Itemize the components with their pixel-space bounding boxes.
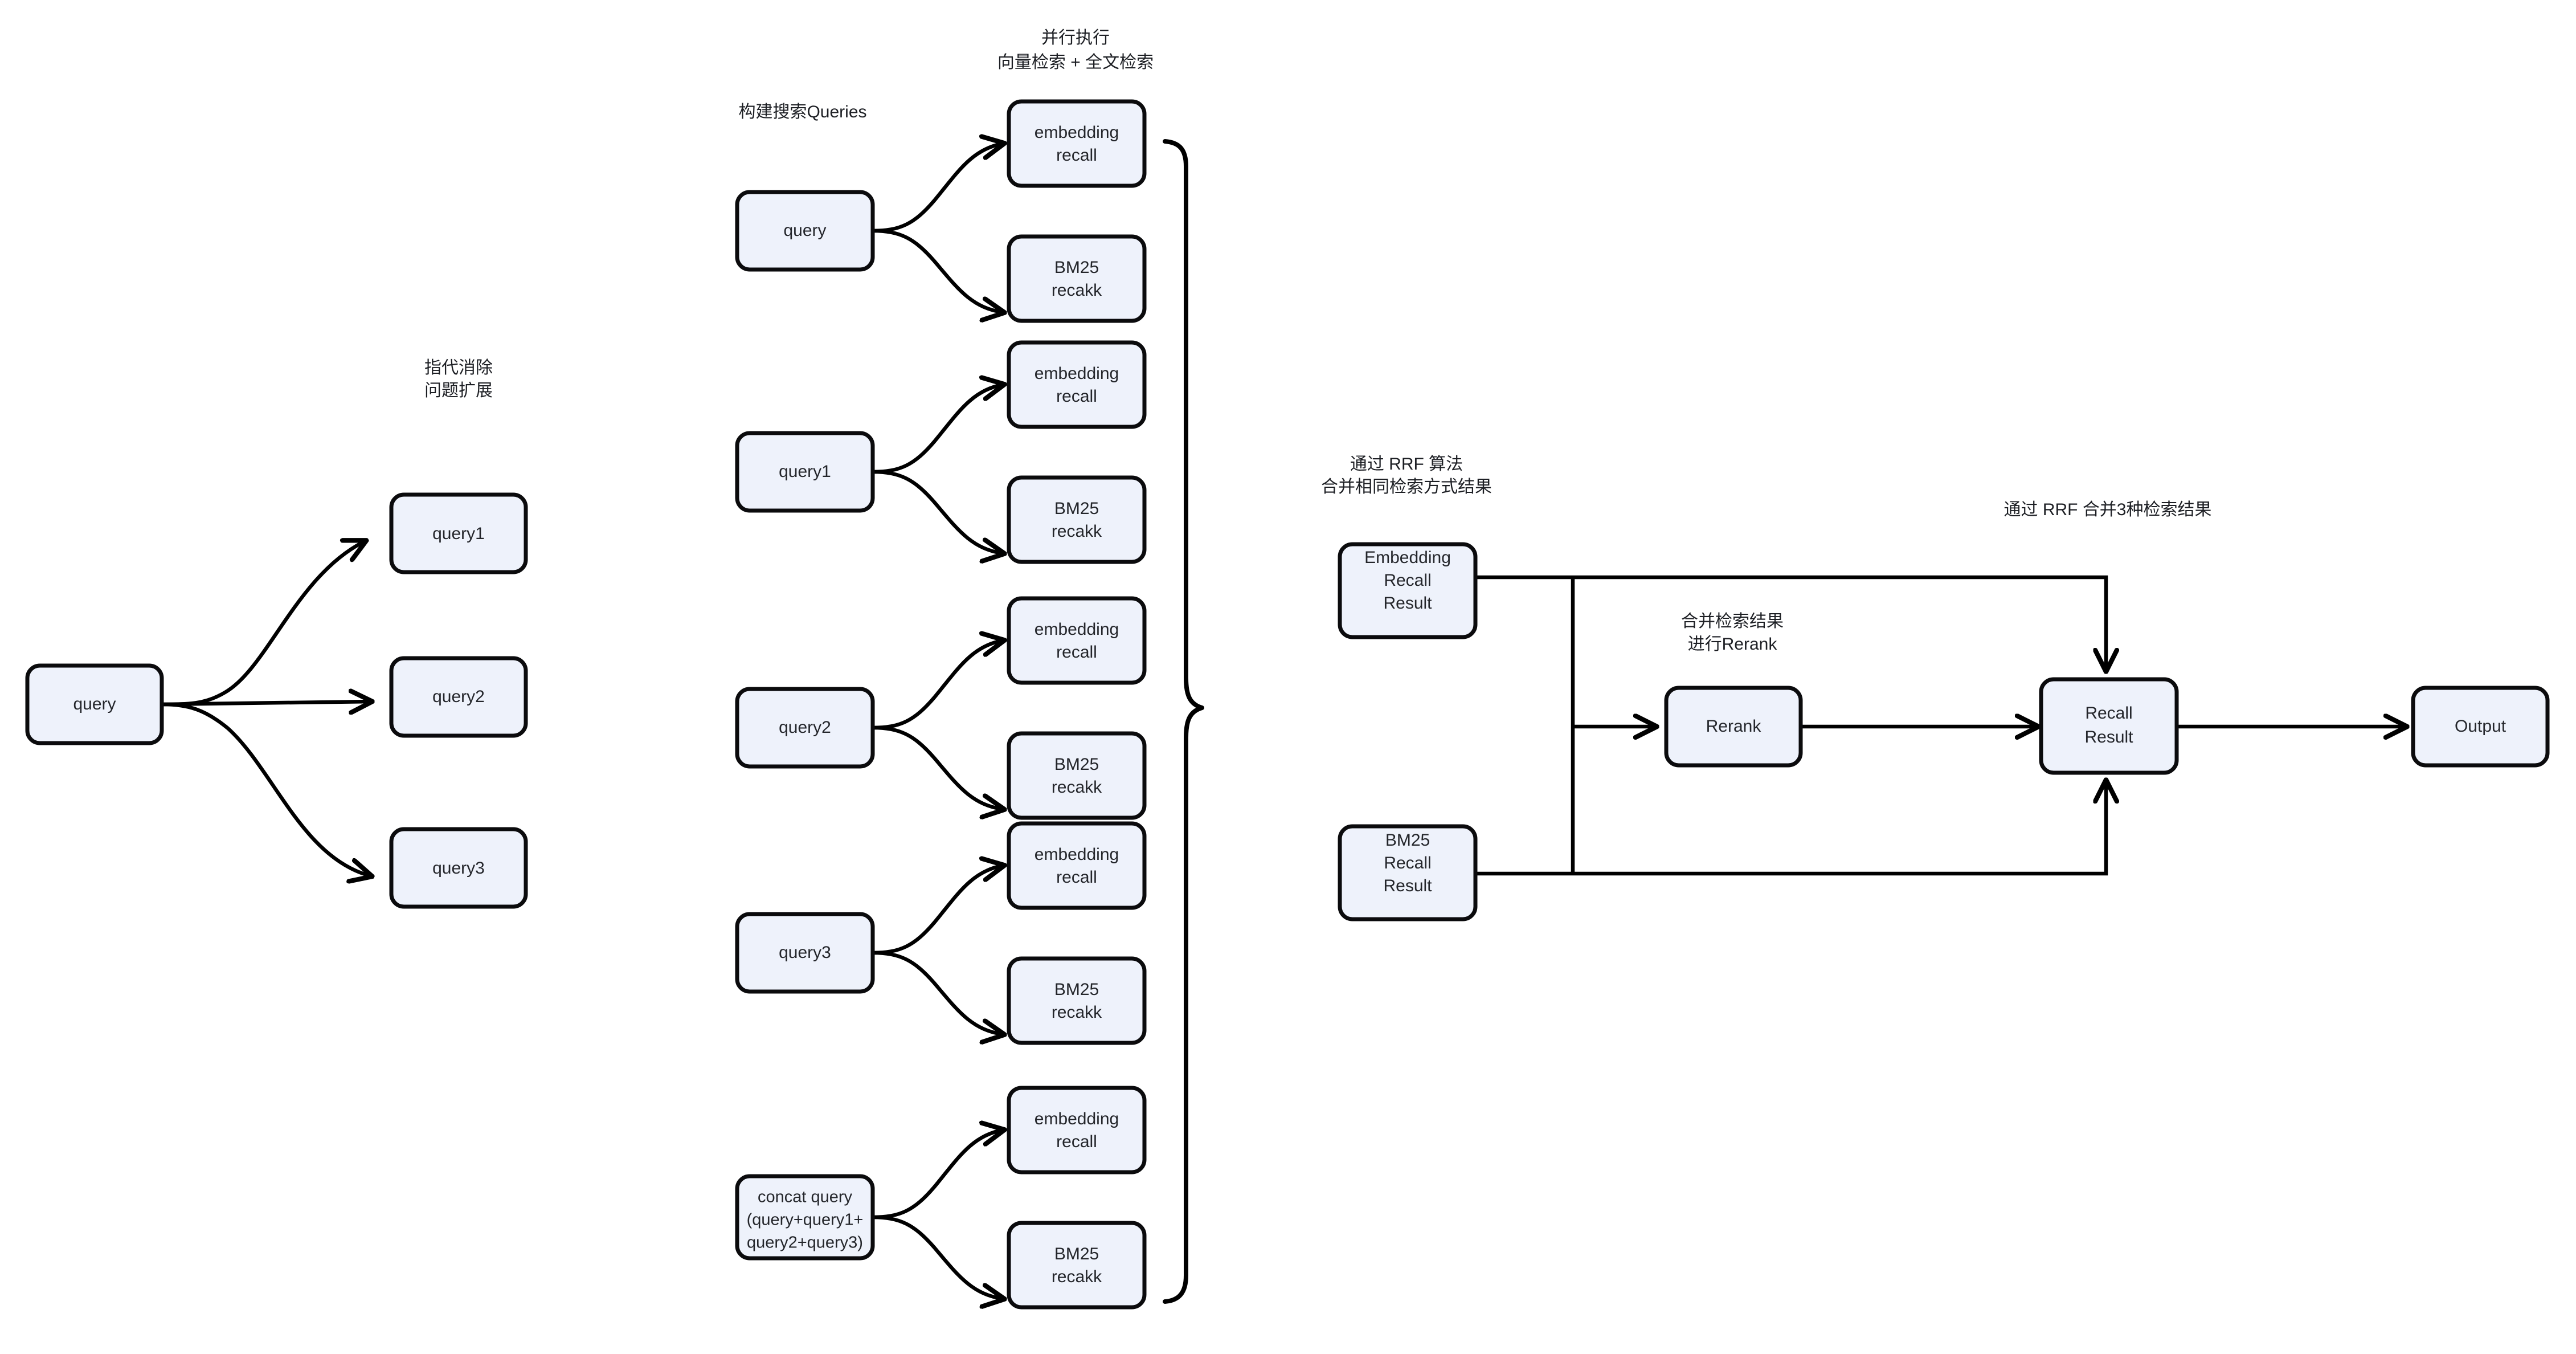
node-bm25-recall-result-line2: Recall <box>1384 854 1431 872</box>
node-bm25-recall-3-line2: recakk <box>1052 1003 1102 1022</box>
node-stage2-source-query2-label: query2 <box>779 718 831 737</box>
node-embedding-recall-3[interactable]: embedding recall <box>1007 821 1147 910</box>
node-stage2-source-query1[interactable]: query1 <box>735 431 875 513</box>
node-concat-query[interactable]: concat query (query+query1+ query2+query… <box>735 1174 875 1261</box>
node-recall-result[interactable]: Recall Result <box>2039 677 2179 775</box>
node-embedding-recall-0[interactable]: embedding recall <box>1007 99 1147 188</box>
node-embedding-recall-3-line1: embedding <box>1035 845 1119 864</box>
edge-sq3-to-emb <box>872 866 1003 955</box>
node-bm25-recall-result-line1: BM25 <box>1385 831 1430 850</box>
node-concat-query-line3: query2+query3) <box>747 1234 863 1252</box>
node-query1-label: query1 <box>432 524 485 543</box>
node-embedding-recall-1-line2: recall <box>1056 387 1097 406</box>
annotation-rewrite-line1: 指代消除 <box>424 358 493 377</box>
node-embedding-recall-3-line2: recall <box>1056 868 1097 887</box>
node-bm25-recall-1-line1: BM25 <box>1054 499 1099 518</box>
edge-sq1-to-emb <box>872 385 1003 474</box>
stage2-group: 构建搜索Queries 并行执行 向量检索 + 全文检索 query embed… <box>735 28 1204 1310</box>
node-rerank-label: Rerank <box>1706 717 1762 736</box>
node-query1[interactable]: query1 <box>389 492 528 574</box>
node-bm25-recall-0[interactable]: BM25 recakk <box>1007 234 1147 323</box>
edge-bm25res-to-recallres <box>1475 782 2106 876</box>
node-query-source[interactable]: query <box>25 663 164 745</box>
node-embedding-recall-4[interactable]: embedding recall <box>1007 1086 1147 1174</box>
node-bm25-recall-3[interactable]: BM25 recakk <box>1007 956 1147 1045</box>
annotation-rrf-same-line2: 合并相同检索方式结果 <box>1321 478 1492 496</box>
node-embedding-recall-result-line1: Embedding <box>1364 548 1451 567</box>
node-output-label: Output <box>2455 717 2507 736</box>
node-output[interactable]: Output <box>2411 686 2550 768</box>
node-bm25-recall-1[interactable]: BM25 recakk <box>1007 475 1147 564</box>
annotation-rewrite-line2: 问题扩展 <box>424 381 493 400</box>
node-query2[interactable]: query2 <box>389 656 528 738</box>
node-embedding-recall-0-line2: recall <box>1056 146 1097 165</box>
node-recall-result-line1: Recall <box>2085 704 2132 723</box>
node-bm25-recall-0-line1: BM25 <box>1054 258 1099 277</box>
annotation-parallel-line2: 向量检索 + 全文检索 <box>997 53 1154 72</box>
edge-embres-to-recallres <box>1475 575 2106 670</box>
stage1-group: 指代消除 问题扩展 query query1 query2 <box>25 358 528 909</box>
node-stage2-source-query[interactable]: query <box>735 190 875 272</box>
node-query3[interactable]: query3 <box>389 827 528 909</box>
annotation-rerank-line2: 进行Rerank <box>1688 635 1778 654</box>
node-bm25-recall-result-line3: Result <box>1383 876 1432 895</box>
recall-group-brace <box>1163 139 1204 1304</box>
node-stage2-source-query3[interactable]: query3 <box>735 912 875 994</box>
node-stage2-source-query2[interactable]: query2 <box>735 687 875 769</box>
edge-query-to-query1 <box>162 541 365 707</box>
edge-query-to-query3 <box>162 702 370 876</box>
annotation-parallel-line1: 并行执行 <box>1041 28 1110 47</box>
node-concat-query-line1: concat query <box>758 1188 853 1206</box>
stage3-group: 通过 RRF 算法 合并相同检索方式结果 合并检索结果 进行Rerank 通过 … <box>1321 455 2550 921</box>
node-embedding-recall-result[interactable]: Embedding Recall Result <box>1338 542 1478 639</box>
node-recall-result-line2: Result <box>2084 728 2133 747</box>
node-concat-query-line2: (query+query1+ <box>747 1211 864 1229</box>
node-embedding-recall-0-line1: embedding <box>1035 123 1119 142</box>
node-bm25-recall-2[interactable]: BM25 recakk <box>1007 731 1147 820</box>
node-embedding-recall-result-line2: Recall <box>1384 571 1431 590</box>
annotation-rrf3: 通过 RRF 合并3种检索结果 <box>2003 500 2211 519</box>
annotation-rrf-same-line1: 通过 RRF 算法 <box>1350 455 1463 474</box>
node-bm25-recall-0-line2: recakk <box>1052 281 1102 300</box>
edge-query-to-query2 <box>162 702 370 704</box>
node-bm25-recall-4-line1: BM25 <box>1054 1245 1099 1263</box>
edge-sq2-to-emb <box>872 641 1003 730</box>
edge-sq0-to-emb <box>872 144 1003 233</box>
annotation-build-queries: 构建搜索Queries <box>738 103 866 121</box>
node-bm25-recall-result[interactable]: BM25 Recall Result <box>1338 824 1478 921</box>
edge-sq0-to-bm25 <box>872 229 1003 312</box>
node-bm25-recall-3-line1: BM25 <box>1054 980 1099 999</box>
node-query-source-label: query <box>73 695 116 713</box>
node-stage2-source-query-label: query <box>783 221 826 240</box>
edge-sq2-to-bm25 <box>872 725 1003 809</box>
node-embedding-recall-4-line2: recall <box>1056 1132 1097 1151</box>
node-bm25-recall-4[interactable]: BM25 recakk <box>1007 1221 1147 1310</box>
edge-sqc-to-bm25 <box>872 1215 1003 1299</box>
edge-sqc-to-emb <box>872 1130 1003 1220</box>
node-embedding-recall-2-line2: recall <box>1056 643 1097 662</box>
node-query3-label: query3 <box>432 859 485 878</box>
node-embedding-recall-1-line1: embedding <box>1035 364 1119 383</box>
node-embedding-recall-2-line1: embedding <box>1035 620 1119 639</box>
node-embedding-recall-result-line3: Result <box>1383 594 1432 613</box>
node-rerank[interactable]: Rerank <box>1664 686 1803 768</box>
node-embedding-recall-1[interactable]: embedding recall <box>1007 340 1147 429</box>
node-bm25-recall-2-line2: recakk <box>1052 778 1102 797</box>
edge-sq3-to-bm25 <box>872 951 1003 1034</box>
node-stage2-source-query3-label: query3 <box>779 943 831 962</box>
node-embedding-recall-4-line1: embedding <box>1035 1110 1119 1128</box>
node-query2-label: query2 <box>432 687 485 706</box>
node-stage2-source-query1-label: query1 <box>779 462 831 481</box>
node-bm25-recall-4-line2: recakk <box>1052 1267 1102 1286</box>
node-embedding-recall-2[interactable]: embedding recall <box>1007 596 1147 685</box>
edge-sq1-to-bm25 <box>872 470 1003 553</box>
node-bm25-recall-2-line1: BM25 <box>1054 755 1099 774</box>
annotation-rerank-line1: 合并检索结果 <box>1681 612 1784 631</box>
node-bm25-recall-1-line2: recakk <box>1052 522 1102 541</box>
